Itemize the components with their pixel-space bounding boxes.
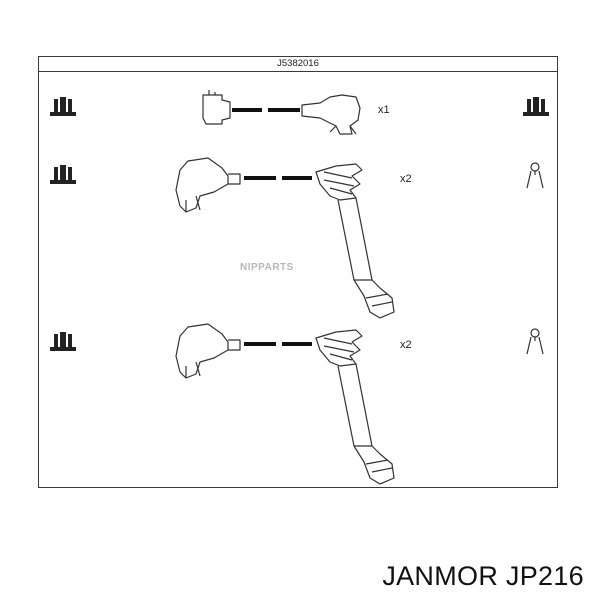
terminal-icon-row1-left: [50, 97, 76, 116]
cable-row1: [202, 90, 361, 135]
ring-terminal-icon-row2-right: [526, 162, 544, 189]
quantity-label-row3: x2: [400, 339, 412, 351]
terminal-icon-row3-left: [50, 332, 76, 351]
product-label: JANMOR JP216: [382, 561, 584, 591]
cable-row3: [175, 323, 395, 485]
ring-terminal-icon-row3-right: [526, 328, 544, 355]
cable-row2: [175, 157, 395, 319]
terminal-icon-row1-right: [523, 97, 549, 116]
quantity-label-row2: x2: [400, 173, 412, 185]
part-number-header: J5382016: [39, 57, 557, 72]
quantity-label-row1: x1: [378, 104, 390, 116]
terminal-icon-row2-left: [50, 165, 76, 184]
nipparts-watermark: NIPPARTS: [240, 262, 294, 273]
diagram-frame: J5382016: [38, 56, 558, 488]
